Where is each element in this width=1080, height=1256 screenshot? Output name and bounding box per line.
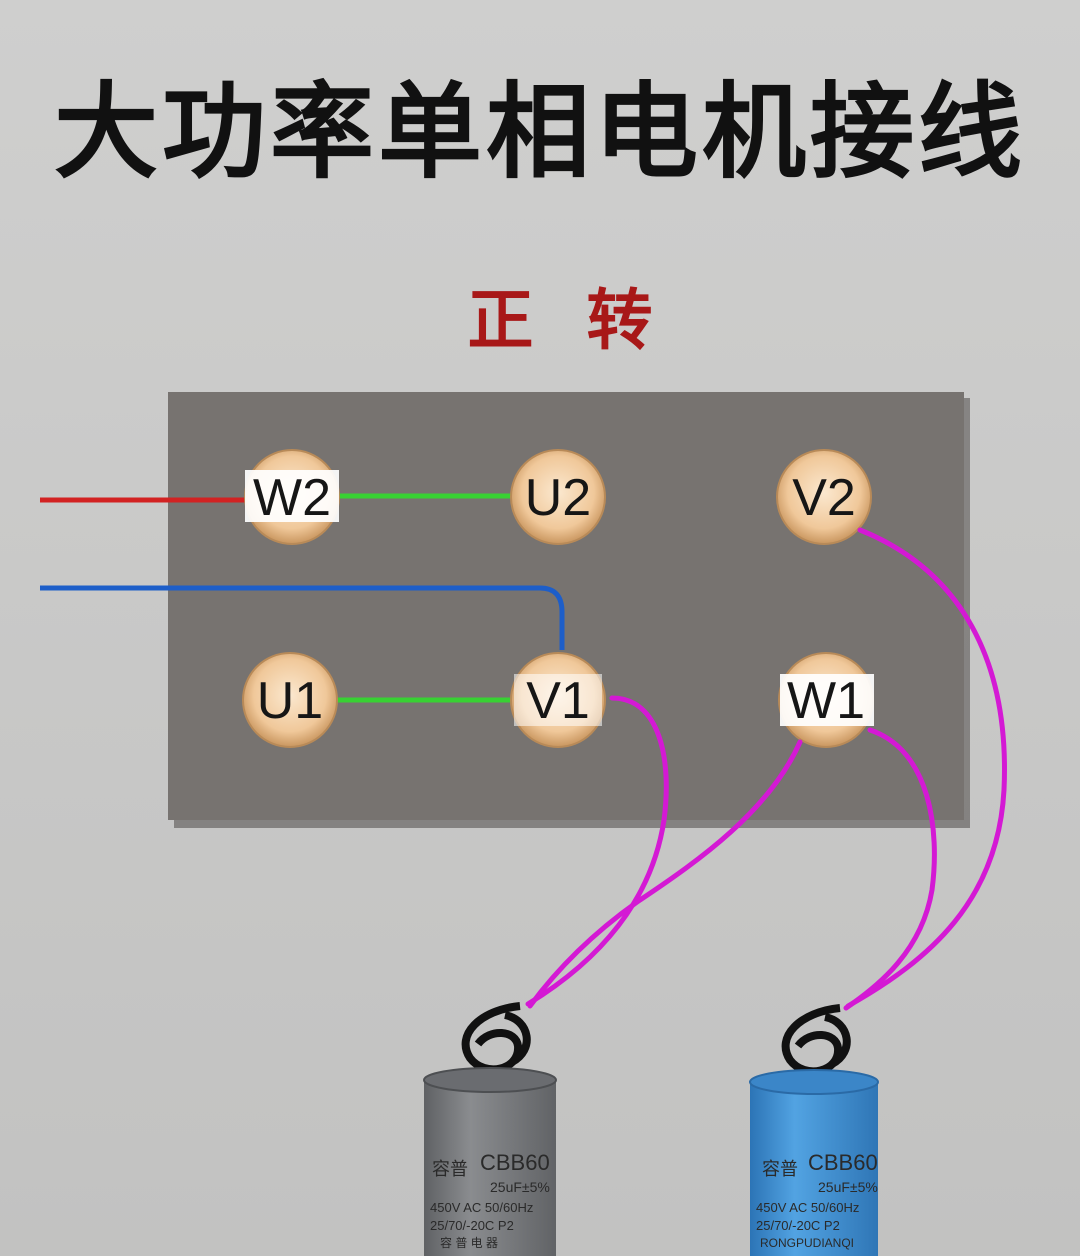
- lead-v1-to-cap-left: [525, 695, 669, 1007]
- neutral-wire: [40, 585, 565, 650]
- direction-subtitle: 正 转: [467, 282, 653, 359]
- terminal-label-v2: V2: [792, 469, 856, 527]
- terminal-label-v1: V1: [526, 672, 590, 730]
- terminal-v2: V2: [776, 449, 872, 545]
- capacitor-right: 容普 CBB60 25uF±5% 450V AC 50/60Hz 25/70/-…: [749, 1004, 879, 1256]
- terminal-u1: U1: [242, 652, 338, 748]
- capacitor-leads: [525, 527, 1007, 1011]
- cap-left-rating: 25/70/-20C P2: [430, 1218, 514, 1233]
- cap-left-maker-cn: 容 普 电 器: [440, 1235, 498, 1250]
- cap-right-voltage: 450V AC 50/60Hz: [756, 1200, 859, 1215]
- terminal-v1: V1: [510, 652, 606, 748]
- page-title: 大功率单相电机接线: [53, 71, 1026, 193]
- cap-left-capacitance: 25uF±5%: [490, 1179, 550, 1195]
- terminal-label-w2: W2: [253, 469, 331, 527]
- lead-w1-to-cap-left: [527, 739, 803, 1009]
- cap-right-model: CBB60: [808, 1150, 878, 1175]
- lead-w1-to-cap-right: [843, 727, 937, 1011]
- terminal-label-u2: U2: [525, 469, 591, 527]
- terminal-w1: W1: [778, 652, 874, 748]
- terminal-w2: W2: [244, 449, 340, 545]
- cap-right-brand: 容普: [762, 1159, 798, 1179]
- cap-right-capacitance: 25uF±5%: [818, 1179, 878, 1195]
- cap-left-voltage: 450V AC 50/60Hz: [430, 1200, 533, 1215]
- terminal-label-w1: W1: [787, 672, 865, 730]
- cap-left-brand: 容普: [432, 1159, 468, 1179]
- terminal-label-u1: U1: [257, 672, 323, 730]
- cap-right-maker-en: RONGPUDIANQI: [760, 1236, 854, 1250]
- terminal-u2: U2: [510, 449, 606, 545]
- cap-left-model: CBB60: [480, 1150, 550, 1175]
- cap-right-rating: 25/70/-20C P2: [756, 1218, 840, 1233]
- lead-v2-to-cap-right: [845, 527, 1007, 1009]
- capacitor-left: 容普 CBB60 25uF±5% 450V AC 50/60Hz 25/70/-…: [423, 1002, 557, 1256]
